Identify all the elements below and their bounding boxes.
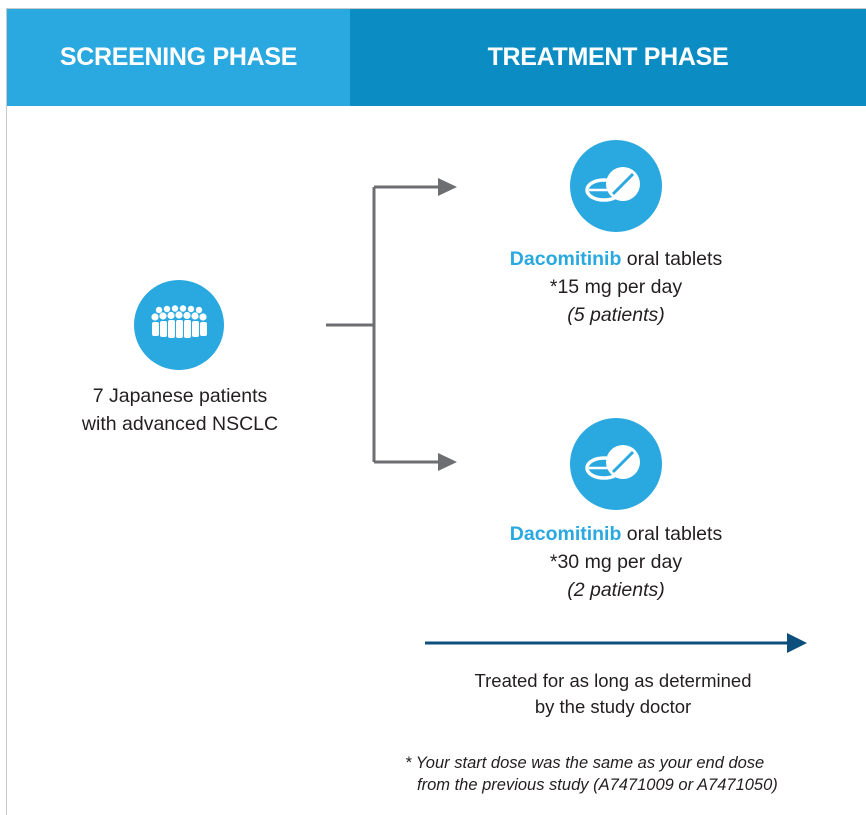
patients-group-icon [134,280,224,370]
screening-line-1: 7 Japanese patients [92,385,268,407]
arm-1-text: Dacomitinib oral tablets *15 mg per day … [466,245,766,329]
footnote-line-2: from the previous study (A7471009 or A74… [417,776,778,794]
tablets-icon [570,418,662,510]
diagram-frame [6,8,866,815]
tablets-icon [570,140,662,232]
arm-1-patients: (5 patients) [567,304,665,326]
arrowhead-bottom [438,453,457,471]
treatment-phase-header: TREATMENT PHASE [350,9,866,106]
arm-2-drug-form: oral tablets [621,523,723,545]
arm-1-drug-name: Dacomitinib [509,248,622,270]
arm-1-drug-form: oral tablets [621,248,723,270]
screening-patients-text: 7 Japanese patients with advanced NSCLC [40,382,320,438]
duration-line-2: by the study doctor [534,696,692,717]
duration-text: Treated for as long as determined by the… [433,668,793,720]
screening-phase-header: SCREENING PHASE [7,9,350,106]
arm-2-drug-name: Dacomitinib [509,523,622,545]
arm-1-drug-line: Dacomitinib oral tablets [466,245,766,273]
footnote-line-1: * Your start dose was the same as your e… [405,754,765,772]
screening-line-2: with advanced NSCLC [81,413,279,435]
duration-arrowhead [787,633,807,653]
arrowhead-top [438,178,457,196]
arm-2-drug-line: Dacomitinib oral tablets [466,520,766,548]
arm-2-dose: *30 mg per day [549,551,683,573]
arm-1-dose: *15 mg per day [549,276,683,298]
footnote: * Your start dose was the same as your e… [405,752,778,796]
arm-2-text: Dacomitinib oral tablets *30 mg per day … [466,520,766,604]
duration-line-1: Treated for as long as determined [474,670,752,691]
arm-2-patients: (2 patients) [567,579,665,601]
